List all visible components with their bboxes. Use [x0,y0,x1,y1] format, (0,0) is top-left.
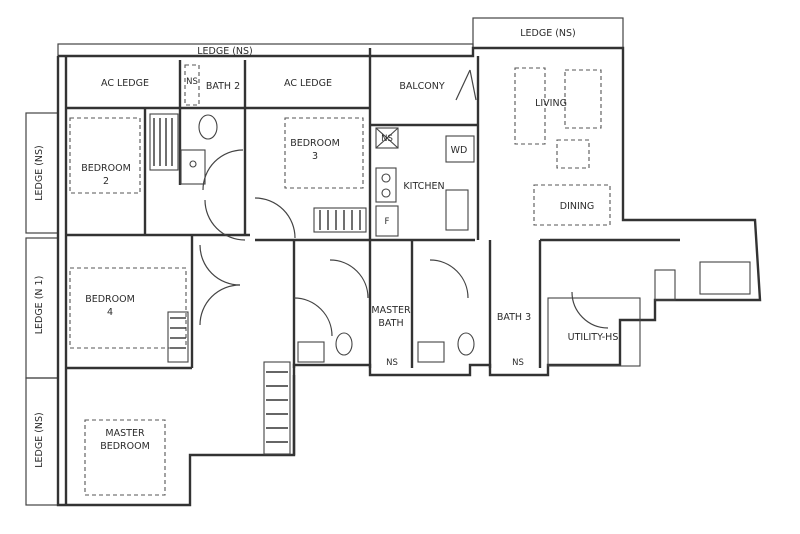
furniture [69,64,611,496]
room-labels: AC LEDGE AC LEDGE BATH 2 NS BALCONY LIVI… [81,77,618,452]
bath2-ns-label: NS [186,77,198,87]
bedroom3-label-2: 3 [312,151,318,162]
door-swings [199,69,609,337]
ledge-left-upper-label: LEDGE (NS) [34,145,45,201]
balcony-label: BALCONY [399,81,445,92]
ledge-top-label: LEDGE (NS) [197,46,253,57]
ns-master-bath-label: NS [386,358,398,368]
bedroom4-label-1: BEDROOM [85,294,135,305]
utility-label: UTILITY-HS [568,332,619,343]
ns-bath3-label: NS [512,358,524,368]
interior-walls [66,48,680,455]
bedroom2-label-2: 2 [103,176,109,187]
bedroom4-label-2: 4 [107,307,113,318]
ledge-top-right-label: LEDGE (NS) [520,28,576,39]
bath3-label: BATH 3 [497,312,531,323]
master-bedroom-label-2: BEDROOM [100,441,150,452]
fixtures [180,114,751,367]
master-bath-label-2: BATH [378,318,403,329]
wd-label: WD [451,145,468,156]
master-bath-label-1: MASTER [371,305,411,316]
master-bedroom-label-1: MASTER [105,428,145,439]
kitchen-label: KITCHEN [403,181,444,192]
wardrobes [149,113,367,455]
ledge-left-middle-label: LEDGE (N 1) [34,276,45,335]
ac-ledge-left-label: AC LEDGE [101,78,149,89]
kitchen-ns-label: NS [381,134,393,144]
ledge-labels: LEDGE (NS) LEDGE (NS) LEDGE (NS) LEDGE (… [34,28,576,468]
bedroom3-label-1: BEDROOM [290,138,340,149]
ledge-left-lower-label: LEDGE (NS) [34,412,45,468]
bedroom2-label-1: BEDROOM [81,163,131,174]
living-label: LIVING [535,98,567,109]
bath2-label: BATH 2 [206,81,240,92]
dining-label: DINING [560,201,595,212]
ac-ledge-right-label: AC LEDGE [284,78,332,89]
fridge-label: F [385,217,390,227]
